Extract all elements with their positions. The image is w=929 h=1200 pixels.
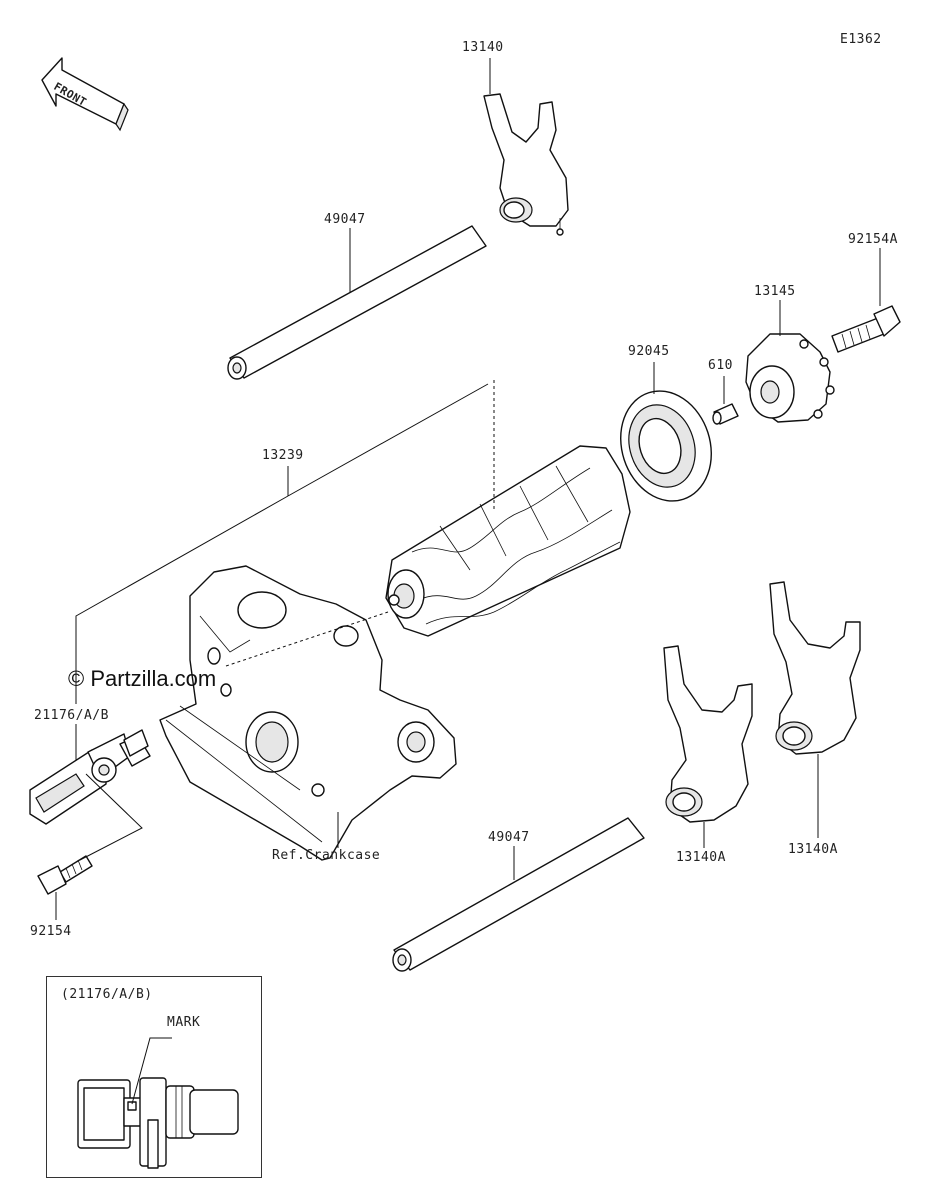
inset-title: (21176/A/B)	[61, 987, 153, 1002]
part-label-pin[interactable]: 610	[708, 358, 733, 373]
part-label-bolt-right[interactable]: 92154A	[848, 232, 898, 247]
diagram-code: E1362	[840, 32, 882, 47]
part-label-fork-middle[interactable]: 13140A	[676, 850, 726, 865]
bolt-right[interactable]	[831, 305, 901, 353]
part-label-sensor[interactable]: 21176/A/B	[34, 708, 109, 723]
shift-drum-holder[interactable]	[745, 333, 835, 423]
shift-fork-top[interactable]	[483, 93, 569, 236]
crankcase-reference-label: Ref.Crankcase	[272, 848, 381, 863]
crankcase-reference	[159, 565, 457, 861]
front-arrow-icon	[41, 57, 129, 132]
inset-sensor-drawing	[77, 1037, 239, 1169]
part-label-fork-right[interactable]: 13140A	[788, 842, 838, 857]
shift-rod-bottom[interactable]	[392, 817, 645, 972]
part-label-rod-top[interactable]: 49047	[324, 212, 366, 227]
gear-position-sensor[interactable]	[29, 729, 151, 825]
shift-drum[interactable]	[385, 445, 631, 637]
part-label-fork-top[interactable]: 13140	[462, 40, 504, 55]
part-label-drum[interactable]: 13239	[262, 448, 304, 463]
part-label-holder[interactable]: 13145	[754, 284, 796, 299]
shift-fork-middle[interactable]	[663, 645, 753, 823]
pin[interactable]	[712, 403, 739, 425]
inset-box: (21176/A/B) MARK	[46, 976, 262, 1178]
bolt-left[interactable]	[37, 855, 93, 895]
shift-fork-right[interactable]	[769, 581, 861, 755]
inset-mark-label: MARK	[167, 1015, 201, 1030]
part-label-bearing[interactable]: 92045	[628, 344, 670, 359]
watermark: © Partzilla.com	[68, 666, 217, 691]
shift-rod-top[interactable]	[227, 225, 487, 380]
part-label-rod-bottom[interactable]: 49047	[488, 830, 530, 845]
part-label-bolt-left[interactable]: 92154	[30, 924, 72, 939]
leader-lines	[55, 58, 881, 920]
bearing[interactable]	[607, 379, 725, 513]
